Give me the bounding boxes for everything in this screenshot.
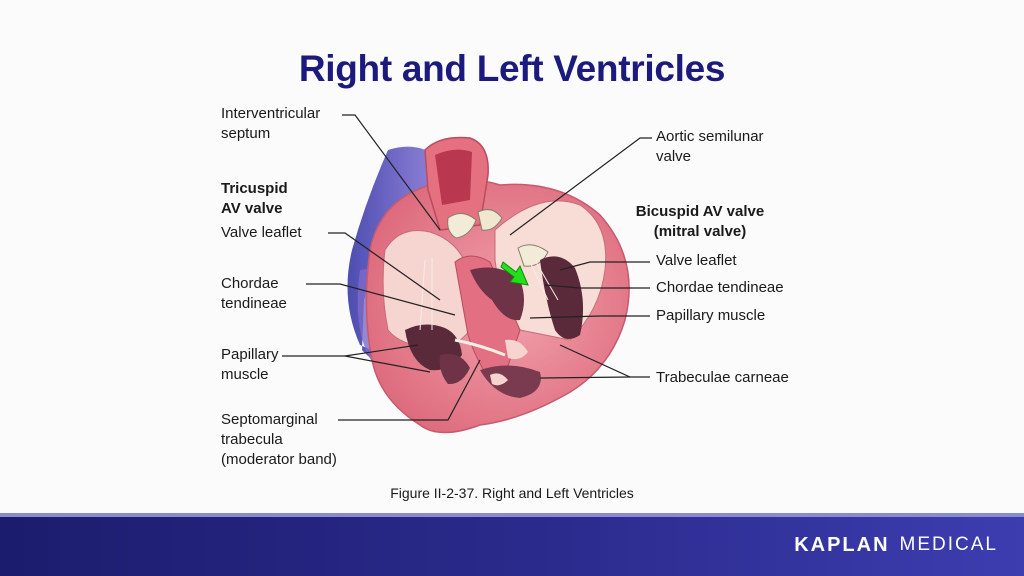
label-right-papillary-muscle: Papillary muscle (221, 346, 279, 383)
label-interventricular-septum: Interventricular septum (221, 105, 321, 142)
green-arrow-icon (500, 261, 529, 286)
label-left-chordae-tendineae: Chordae tendineae (656, 279, 784, 296)
label-septomarginal-trabecula: Septomarginal trabecula (moderator band) (221, 411, 337, 468)
label-trabeculae-carneae: Trabeculae carneae (656, 369, 789, 386)
slide-title: Right and Left Ventricles (298, 48, 726, 89)
footer-divider (0, 513, 1024, 517)
label-left-valve-leaflet: Valve leaflet (656, 252, 737, 269)
kaplan-medical-logo: KAPLAN MEDICAL (794, 525, 998, 565)
footer-bar (0, 517, 1024, 576)
figure-caption: Figure II-2-37. Right and Left Ventricle… (390, 485, 634, 501)
left-papillary-tissue (540, 256, 584, 339)
leader-lines (282, 114, 652, 421)
label-right-valve-leaflet: Valve leaflet (221, 224, 302, 241)
label-aortic-semilunar-valve: Aortic semilunar valve (656, 128, 764, 165)
aortic-valve-shape (447, 213, 477, 239)
label-right-chordae-tendineae: Chordae tendineae (221, 275, 287, 312)
label-bicuspid-av-valve: Bicuspid AV valve (mitral valve) (635, 203, 765, 240)
moderator-band (454, 338, 506, 357)
label-tricuspid-av-valve: Tricuspid AV valve (221, 180, 288, 217)
logo-sub: MEDICAL (899, 534, 998, 555)
logo-brand: KAPLAN (794, 533, 890, 556)
label-left-papillary-muscle: Papillary muscle (656, 307, 766, 324)
